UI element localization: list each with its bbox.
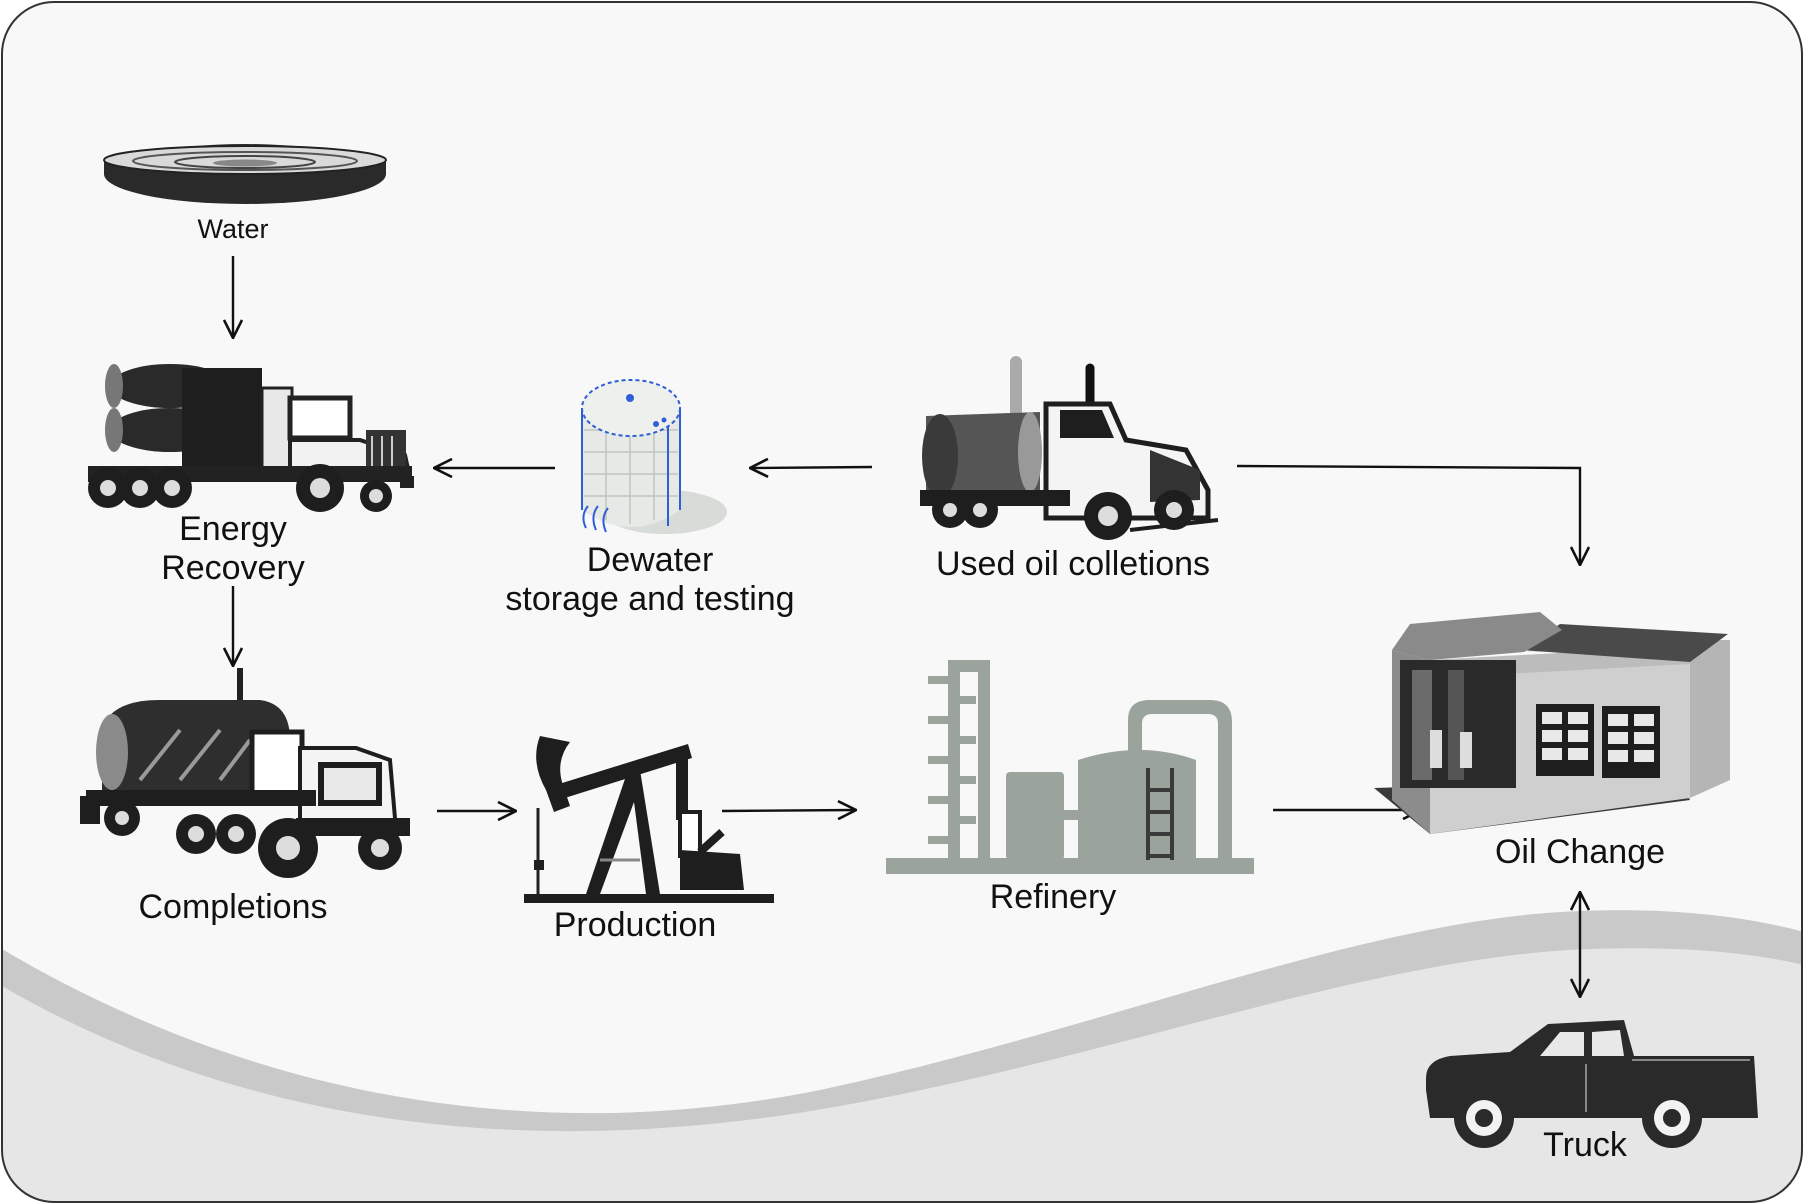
node-label-energy-recovery: Energy Recovery bbox=[113, 510, 353, 588]
arrow-used-oil-to-dewater bbox=[750, 467, 873, 468]
node-label-line: storage and testing bbox=[505, 580, 795, 619]
pump-jack-icon bbox=[524, 736, 774, 903]
storage-tank-icon bbox=[581, 379, 727, 534]
oil-change-station-icon bbox=[1374, 612, 1730, 834]
node-label-dewater: Dewater storage and testing bbox=[470, 541, 830, 619]
node-label-completions: Completions bbox=[138, 888, 328, 926]
node-label-production: Production bbox=[553, 906, 717, 944]
node-label-line: Energy bbox=[179, 510, 287, 548]
pickup-truck-icon bbox=[1426, 1020, 1758, 1148]
edges bbox=[233, 256, 1580, 997]
node-label-truck: Truck bbox=[1543, 1126, 1627, 1164]
arrow-production-to-refinery bbox=[721, 810, 856, 811]
bulk-tanker-truck-icon bbox=[80, 668, 410, 878]
water-tank-lid-icon bbox=[103, 144, 387, 204]
refinery-icon bbox=[886, 660, 1254, 874]
node-label-refinery: Refinery bbox=[989, 878, 1117, 916]
node-label-water: Water bbox=[197, 214, 269, 244]
arrow-used-oil-to-oil-change bbox=[1236, 464, 1580, 565]
tanker-truck-icon bbox=[920, 356, 1219, 540]
node-label-used-oil: Used oil colletions bbox=[935, 545, 1211, 583]
node-label-line: Dewater bbox=[586, 541, 714, 579]
node-label-line: Recovery bbox=[161, 549, 305, 588]
node-label-oil-change: Oil Change bbox=[1494, 833, 1666, 871]
vacuum-truck-icon bbox=[88, 364, 414, 512]
wave-light bbox=[2, 948, 1802, 1202]
